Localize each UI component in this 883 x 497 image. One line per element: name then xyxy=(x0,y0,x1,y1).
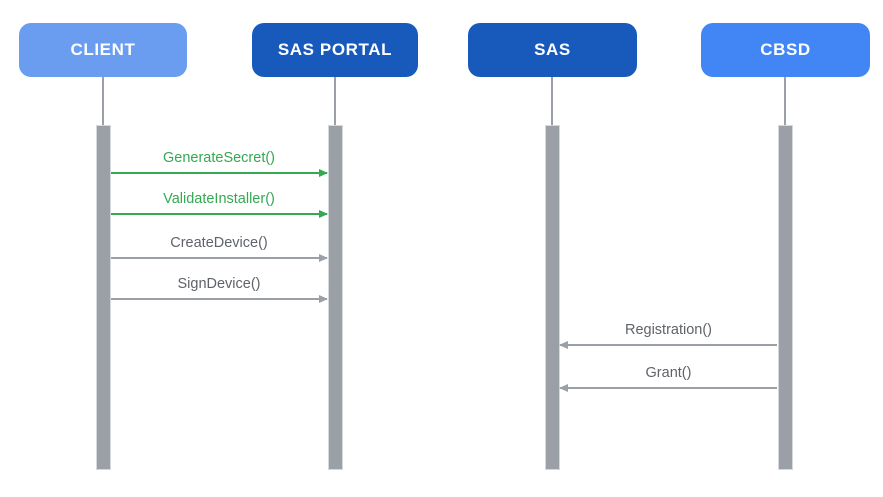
message-sign-device: SignDevice() xyxy=(111,275,328,303)
message-line xyxy=(111,253,328,262)
message-label: ValidateInstaller() xyxy=(163,191,275,207)
lifeline-stem-sas xyxy=(551,77,553,125)
actor-box-sas-portal: SAS PORTAL xyxy=(252,23,418,77)
message-label: Registration() xyxy=(624,322,713,338)
message-generate-secret: GenerateSecret() xyxy=(111,149,328,177)
actor-box-client: CLIENT xyxy=(19,23,187,77)
message-grant: Grant() xyxy=(559,364,777,392)
actor-box-cbsd: CBSD xyxy=(701,23,870,77)
message-label: GenerateSecret() xyxy=(162,150,276,166)
arrowhead-left-icon xyxy=(559,340,568,349)
message-line xyxy=(559,340,777,349)
arrowhead-right-icon xyxy=(319,253,328,262)
message-validate-installer: ValidateInstaller() xyxy=(111,190,328,218)
lifeline-stem-cbsd xyxy=(784,77,786,125)
activation-bar-cbsd xyxy=(777,125,793,470)
lifeline-stem-sas-portal xyxy=(334,77,336,125)
actor-box-sas: SAS xyxy=(468,23,637,77)
message-label: SignDevice() xyxy=(177,276,261,292)
message-line xyxy=(559,383,777,392)
activation-bar-sas xyxy=(544,125,560,470)
arrowhead-right-icon xyxy=(319,168,328,177)
activation-bar-sas-portal xyxy=(327,125,343,470)
message-line xyxy=(111,168,328,177)
activation-bar-client xyxy=(95,125,111,470)
message-label: CreateDevice() xyxy=(170,235,268,251)
arrowhead-left-icon xyxy=(559,383,568,392)
message-registration: Registration() xyxy=(559,321,777,349)
lifeline-stem-client xyxy=(102,77,104,125)
message-line xyxy=(111,209,328,218)
message-create-device: CreateDevice() xyxy=(111,234,328,262)
arrowhead-right-icon xyxy=(319,209,328,218)
message-line xyxy=(111,294,328,303)
message-label: Grant() xyxy=(645,365,692,381)
arrowhead-right-icon xyxy=(319,294,328,303)
